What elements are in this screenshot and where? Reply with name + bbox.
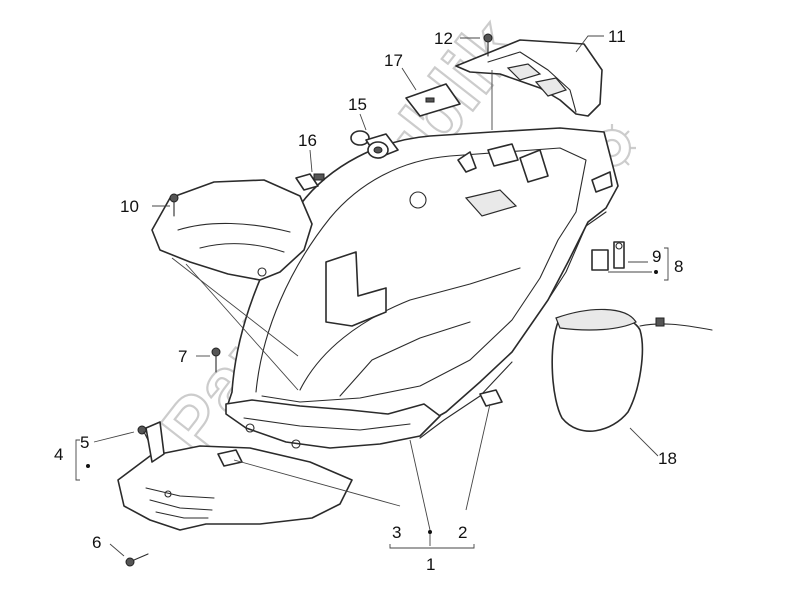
- callout-12: 12: [434, 29, 453, 48]
- screw-5: [137, 425, 149, 441]
- small-plate: [405, 83, 461, 117]
- callout-4: 4: [54, 445, 63, 464]
- screw-6: [125, 553, 149, 567]
- helmet-compartment: [225, 127, 619, 449]
- callout-18: 18: [658, 449, 677, 468]
- callout-6: 6: [92, 533, 101, 552]
- helmet-liner: [551, 308, 713, 432]
- front-cover: [151, 179, 313, 281]
- screw-7: [211, 347, 221, 373]
- plug: [295, 173, 325, 191]
- side-fairing: [117, 421, 353, 531]
- callout-brackets: [75, 247, 669, 549]
- leader-lines: [93, 35, 659, 557]
- callout-10: 10: [120, 197, 139, 216]
- callout-17: 17: [384, 51, 403, 70]
- callout-8: 8: [674, 257, 683, 276]
- rivet-kit: [591, 241, 625, 271]
- screw-10: [169, 193, 179, 217]
- callout-7: 7: [178, 347, 187, 366]
- callout-dots: [86, 270, 658, 534]
- power-socket: [350, 130, 399, 159]
- callout-2: 2: [458, 523, 467, 542]
- callout-5: 5: [80, 433, 89, 452]
- screw-12: [483, 33, 493, 57]
- rear-cover: [455, 39, 603, 117]
- callout-15: 15: [348, 95, 367, 114]
- callout-9: 9: [652, 247, 661, 266]
- callout-16: 16: [298, 131, 317, 150]
- callout-labels: 1 2 3 4 5 6 7 8 9 10 11 12 15 16 17 18: [54, 27, 683, 574]
- callout-3: 3: [392, 523, 401, 542]
- clip-right: [479, 389, 503, 407]
- callout-11: 11: [608, 27, 626, 46]
- callout-1: 1: [426, 555, 435, 574]
